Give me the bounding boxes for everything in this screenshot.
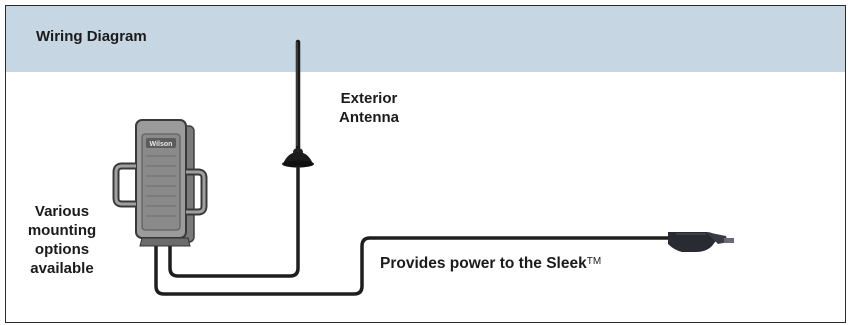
mounting-label-line2: mounting: [27, 222, 97, 239]
mounting-label-line4: available: [30, 260, 94, 277]
diagram-frame: Wiring Diagram: [5, 5, 846, 323]
antenna-icon: [282, 39, 314, 168]
device-brand-text: Wilson: [150, 141, 173, 148]
mounting-label: Various mounting options available: [6, 202, 118, 278]
mounting-label-line1: Various: [34, 203, 90, 220]
car-adapter-icon: [668, 232, 734, 252]
power-label: Provides power to the SleekTM: [380, 252, 601, 273]
antenna-cable: [168, 166, 300, 278]
power-label-text: Provides power to the Sleek: [380, 255, 587, 272]
antenna-label-line1: Exterior: [340, 90, 398, 107]
header-bar: Wiring Diagram: [6, 6, 845, 72]
mounting-label-line3: options: [34, 241, 90, 258]
power-cable: [154, 236, 671, 296]
signal-booster-icon: Wilson: [112, 119, 208, 247]
wiring-diagram: Wilson: [112, 39, 734, 296]
antenna-label: Exterior Antenna: [314, 89, 424, 127]
antenna-label-line2: Antenna: [339, 109, 399, 126]
header-title: Wiring Diagram: [36, 28, 147, 45]
trademark-mark: TM: [586, 256, 602, 267]
